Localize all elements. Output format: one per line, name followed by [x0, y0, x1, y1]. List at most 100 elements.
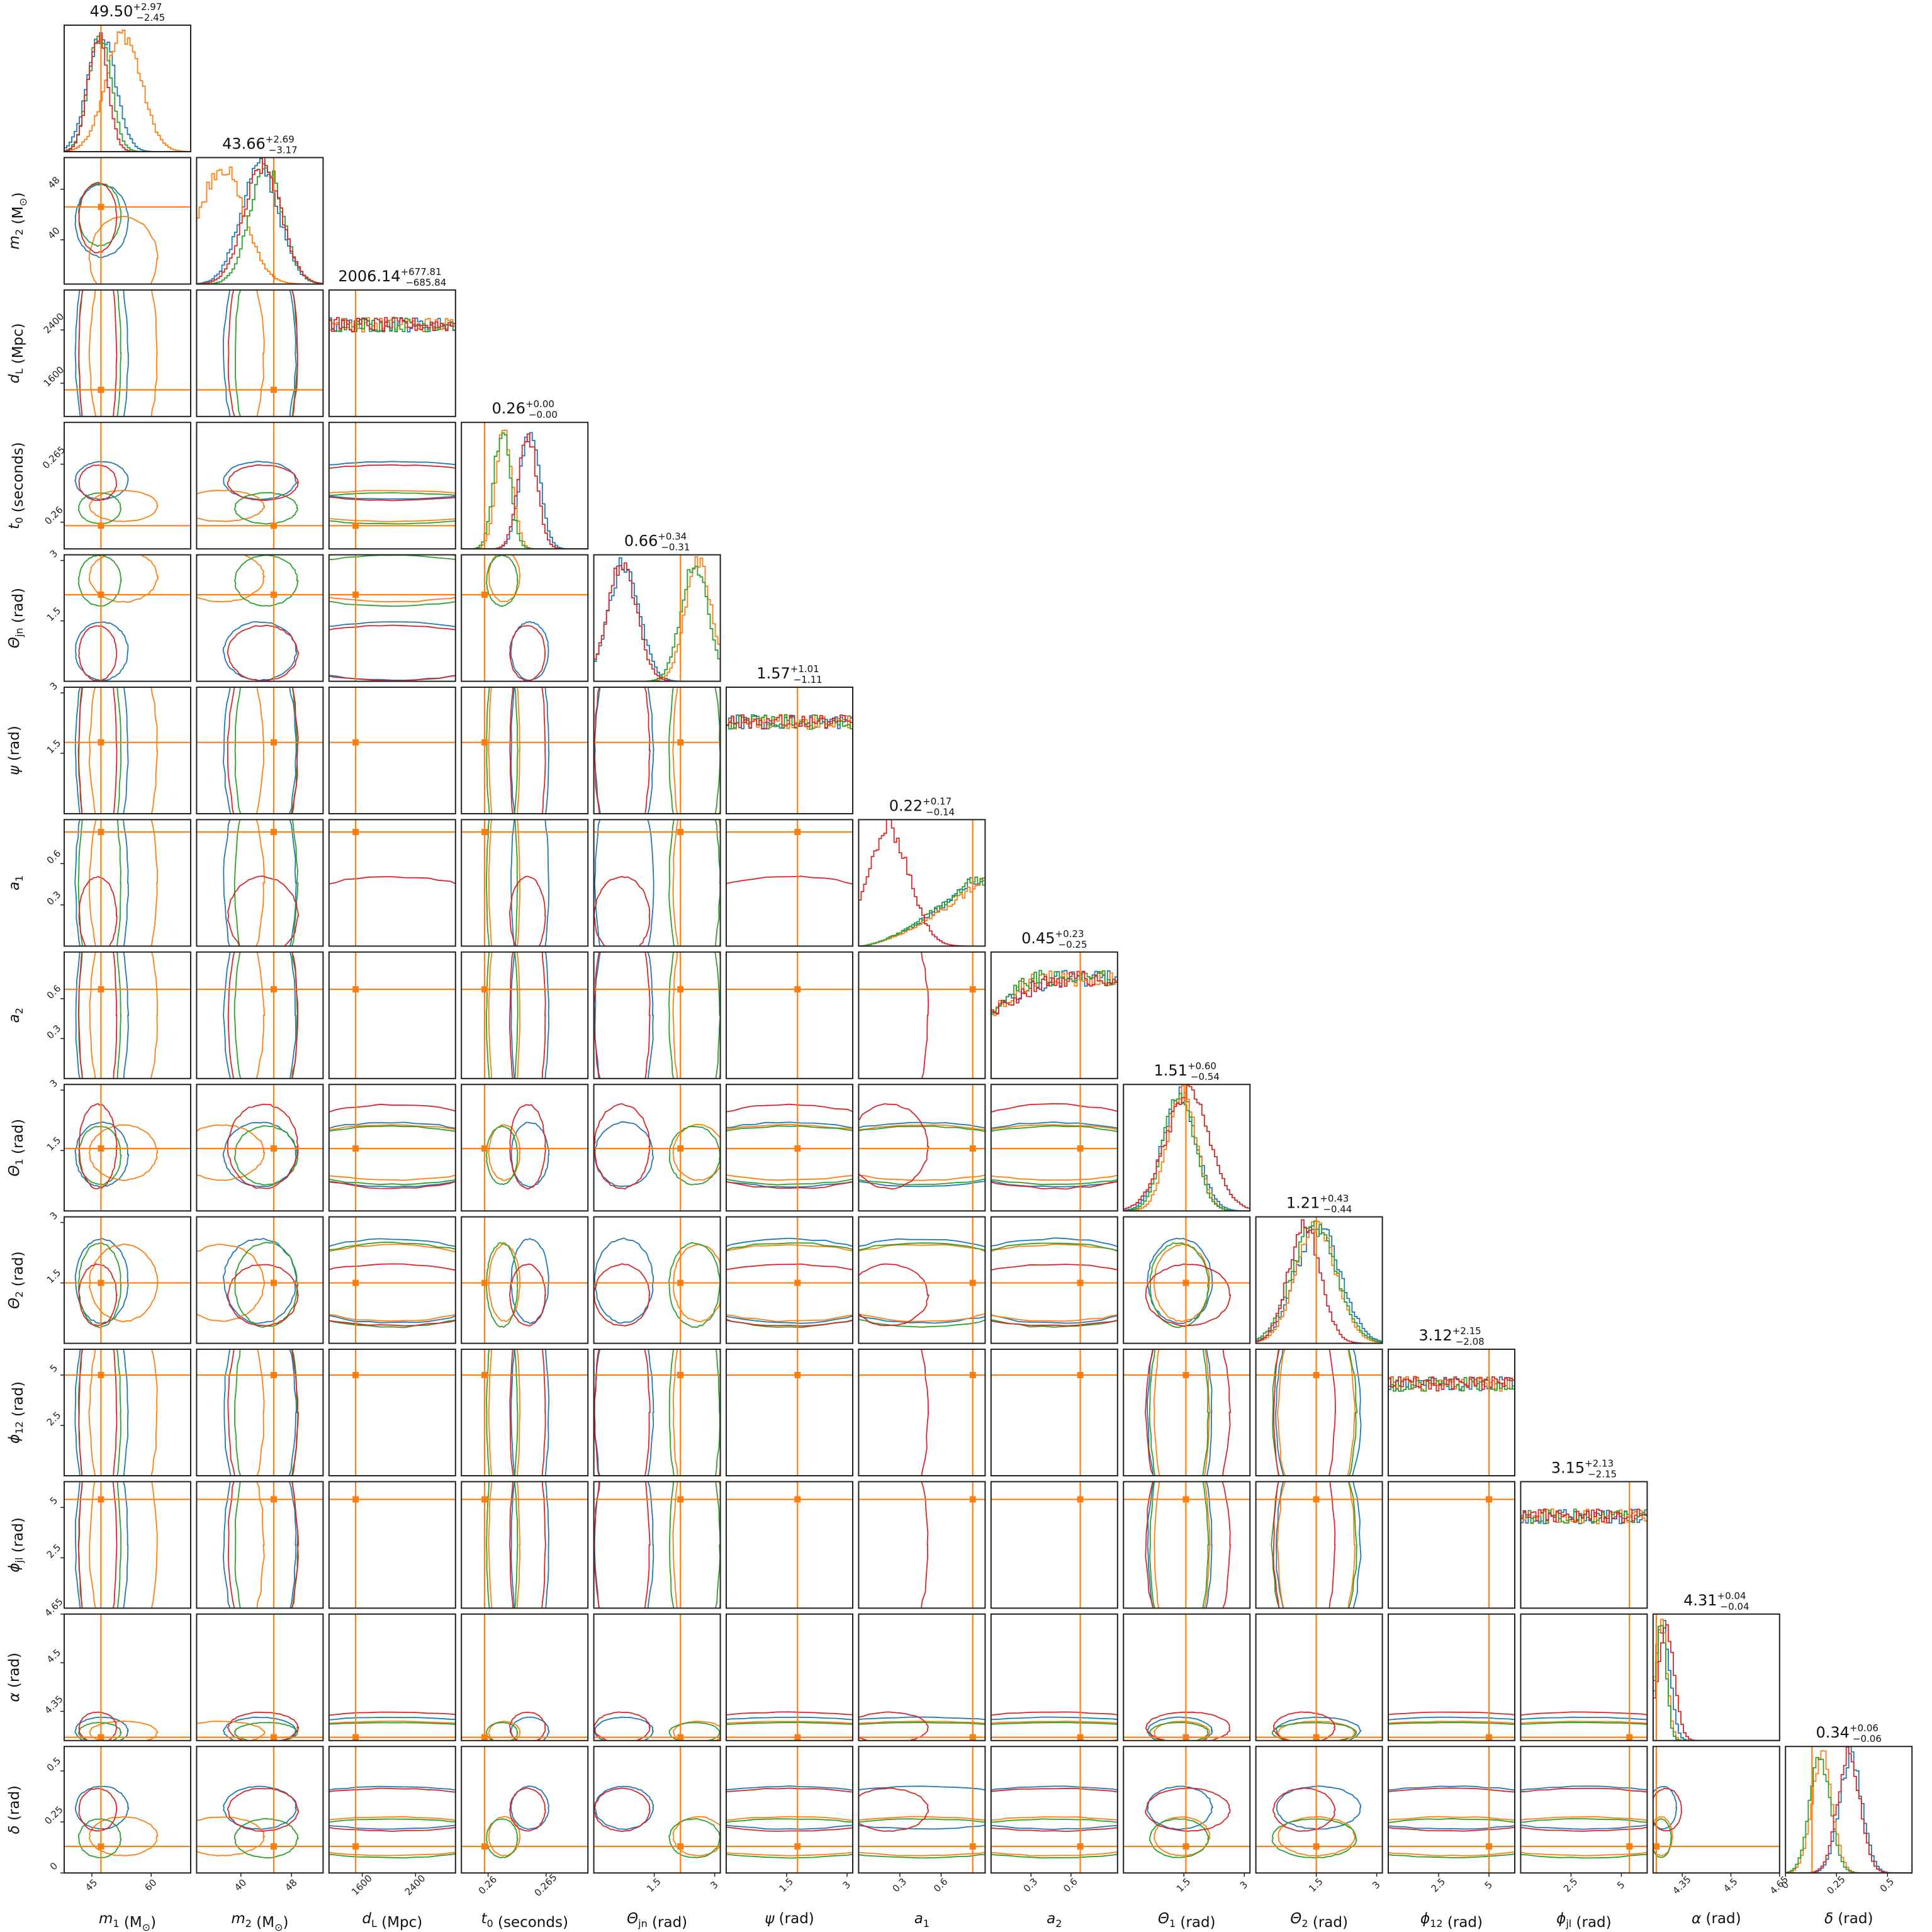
contour-delta-thetajn-series-3	[593, 1787, 651, 1833]
contour-a1-dL-series-0	[278, 768, 508, 997]
contour-phi12-m2-series-3	[227, 1349, 300, 1476]
contour-thetajn-t0-series-1	[488, 554, 521, 602]
contour-alpha-theta1-series-1	[1153, 1721, 1210, 1741]
contour-a1-dL-series-2	[278, 768, 507, 997]
panel-frame	[196, 951, 324, 1079]
y-axis-label-a2: a2	[6, 1008, 25, 1023]
truth-marker	[481, 1734, 488, 1741]
marginal-m2-series-1	[196, 166, 323, 284]
contour-phijl-phi12-series-2	[1337, 1430, 1567, 1658]
contour-t0-m1-series-2	[77, 492, 122, 525]
contour-theta1-thetajn-series-3	[593, 1103, 651, 1190]
panel-frame	[64, 687, 191, 814]
panel-frame	[726, 1084, 853, 1212]
truth-marker	[1313, 1496, 1320, 1503]
truth-marker	[1077, 1734, 1084, 1741]
contour-delta-theta2-series-2	[1271, 1818, 1357, 1859]
contour-phi12-thetajn-series-3	[593, 1349, 651, 1476]
contour-theta1-a2-series-3	[991, 1103, 1118, 1190]
y-tick-label: 0.3	[45, 889, 64, 907]
contour-dL-m2-series-3	[227, 289, 298, 417]
truth-marker	[677, 1734, 684, 1741]
x-tick-label: 5	[1615, 1879, 1627, 1891]
truth-marker	[98, 1145, 104, 1152]
contour-theta2-t0-series-1	[488, 1244, 521, 1323]
truth-marker	[98, 1496, 104, 1503]
y-axis-label-phijl: ϕjl (rad)	[6, 1517, 26, 1573]
contour-phijl-t0-series-0	[510, 1481, 549, 1609]
contour-theta2-psi-series-0	[726, 1237, 853, 1324]
contour-phijl-a2-series-1	[941, 1429, 1170, 1660]
contour-alpha-theta2-series-1	[1276, 1721, 1356, 1741]
contour-a1-dL-series-1	[277, 768, 508, 997]
contour-phi12-dL-series-1	[278, 1297, 506, 1527]
marginal-title-theta1: 1.51+0.60−0.54	[1154, 1060, 1220, 1082]
panel-frame	[196, 1084, 324, 1212]
y-tick-label: 3	[48, 548, 60, 559]
contour-t0-m2-series-3	[227, 464, 300, 501]
contour-a1-m1-series-2	[77, 819, 121, 946]
truth-marker	[271, 739, 278, 746]
contour-phi12-thetajn-series-2	[668, 1349, 721, 1476]
contour-a2-thetajn-series-3	[593, 952, 651, 1079]
contour-delta-phijl-series-0	[1520, 1785, 1648, 1830]
panel-frame	[461, 951, 589, 1079]
truth-marker	[1313, 1843, 1320, 1850]
marginal-title-phi12: 3.12+2.15−2.08	[1418, 1325, 1484, 1347]
contour-a2-m1-series-1	[89, 952, 159, 1079]
contour-thetajn-dL-series-3	[329, 624, 456, 682]
panel-frame	[593, 1481, 721, 1609]
contour-phi12-theta1-series-2	[1149, 1349, 1210, 1476]
panel-frame	[990, 1746, 1118, 1874]
panel-a1-thetajn	[593, 819, 721, 947]
contour-a2-m2-series-2	[233, 952, 298, 1079]
y-tick-label: 0.265	[40, 444, 67, 471]
contour-phijl-dL-series-0	[277, 1432, 507, 1658]
contour-phijl-m2-series-0	[222, 1481, 297, 1609]
contour-delta-a1-series-0	[858, 1785, 986, 1830]
panel-a2-m2	[196, 951, 324, 1079]
panel-frame	[593, 1349, 721, 1476]
panel-alpha-alpha: 4.31+0.04−0.04	[1652, 1590, 1780, 1741]
panel-frame	[1520, 1746, 1648, 1874]
panel-frame	[328, 1216, 456, 1344]
y-axis-label-phi12: ϕ12 (rad)	[6, 1381, 26, 1444]
contour-a2-a1-series-0	[806, 900, 1037, 1130]
truth-marker	[1313, 1371, 1320, 1378]
truth-marker	[481, 1371, 488, 1378]
contour-phijl-a1-series-0	[809, 1430, 1036, 1660]
truth-marker	[481, 739, 488, 746]
truth-marker	[1486, 1734, 1493, 1741]
panel-frame	[196, 1349, 324, 1476]
contour-theta2-dL-series-2	[329, 1241, 456, 1328]
contour-a1-t0-series-1	[488, 819, 521, 946]
marginal-alpha-series-3	[1653, 1624, 1780, 1741]
panel-frame	[990, 1481, 1118, 1609]
panel-frame	[990, 1216, 1118, 1344]
marginal-title-psi: 1.57+1.01−1.11	[756, 663, 822, 685]
contour-a2-thetajn-series-0	[594, 952, 654, 1079]
contour-m2-m1-series-1	[88, 215, 159, 284]
contour-phi12-t0-series-3	[509, 1349, 546, 1476]
contour-phi12-m1-series-0	[74, 1349, 129, 1476]
panel-phi12-phi12: 3.12+2.15−2.08	[1388, 1325, 1515, 1476]
truth-marker	[1182, 1843, 1189, 1850]
contour-theta1-m2-series-3	[227, 1103, 299, 1189]
panel-frame	[990, 1613, 1118, 1741]
contour-phi12-a1-series-2	[809, 1298, 1037, 1528]
x-tick-label: 3	[708, 1879, 720, 1891]
panel-frame	[726, 1216, 853, 1344]
panel-frame	[1123, 1746, 1251, 1874]
panel-phijl-a1	[809, 1430, 1036, 1660]
truth-marker	[969, 1371, 976, 1378]
contour-alpha-m2-series-3	[227, 1711, 300, 1741]
panel-thetajn-t0	[461, 554, 589, 682]
contour-phi12-m2-series-2	[234, 1349, 299, 1476]
panel-phi12-a2	[990, 1349, 1118, 1476]
truth-marker	[969, 1734, 976, 1741]
contour-alpha-dL-series-2	[329, 1722, 456, 1741]
